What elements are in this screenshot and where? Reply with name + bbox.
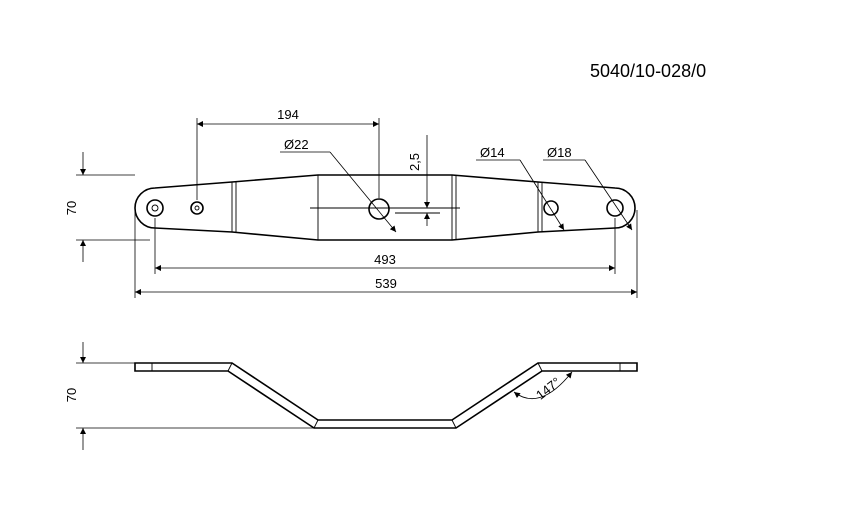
side-bend-2 (313, 419, 319, 429)
top-view: 194 Ø22 2,5 Ø14 Ø18 70 493 539 (64, 107, 638, 298)
side-view-profile (134, 362, 638, 429)
hole-left-small (190, 201, 204, 215)
leader-d14 (519, 159, 565, 231)
side-view: 70 147° (64, 342, 638, 450)
dim-text-d18: Ø18 (547, 145, 572, 160)
dim-text-2-5: 2,5 (407, 153, 422, 171)
dim-text-194: 194 (277, 107, 299, 122)
dim-text-d22: Ø22 (284, 137, 309, 152)
dim-text-d14: Ø14 (480, 145, 505, 160)
side-bend-3 (451, 419, 457, 429)
hole-left-end (146, 199, 164, 217)
dim-text-539: 539 (375, 276, 397, 291)
side-bend-4 (537, 362, 543, 372)
hole-center (368, 198, 390, 220)
top-view-outline (134, 174, 636, 241)
hole-right-end (606, 199, 624, 217)
hole-left-small-inner (194, 205, 200, 211)
leader-d18 (584, 159, 633, 231)
dim-text-70-side-view: 70 (64, 388, 79, 402)
part-number: 5040/10-028/0 (590, 61, 706, 81)
leader-d22 (329, 151, 397, 233)
hole-left-end-inner (151, 204, 159, 212)
angle-arc-147 (513, 371, 573, 400)
side-bend-1 (227, 362, 233, 372)
hole-right-small (543, 200, 559, 216)
dim-text-70-top-view: 70 (64, 201, 79, 215)
dim-text-493: 493 (374, 252, 396, 267)
